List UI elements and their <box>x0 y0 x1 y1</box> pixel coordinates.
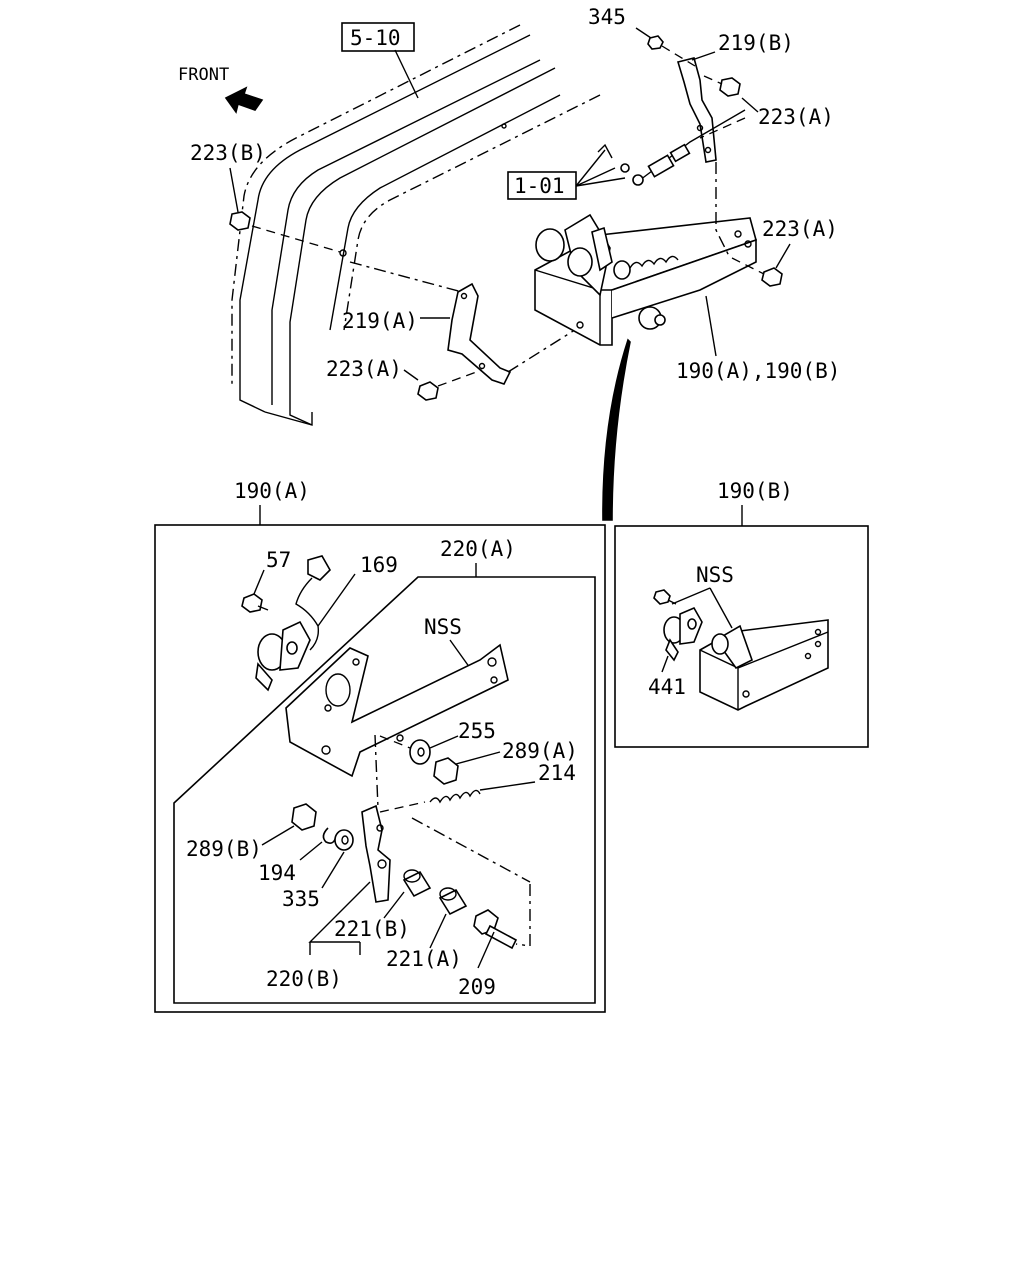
screw-57 <box>241 569 269 613</box>
detail-b-panel: 190(B) NSS 441 <box>614 479 869 748</box>
callout-190ab: 190(A),190(B) <box>676 359 840 383</box>
label-221b: 221(B) <box>334 917 410 941</box>
detail-a-title: 190(A) <box>234 479 310 503</box>
label-289a: 289(A) <box>502 739 578 763</box>
front-indicator: FRONT <box>178 65 264 114</box>
callout-345: 345 <box>588 5 626 29</box>
nut-289a <box>433 751 501 785</box>
callout-223b: 223(B) <box>190 141 266 165</box>
lever-220b <box>361 804 531 903</box>
callout-223a-right: 223(A) <box>762 217 838 241</box>
detail-pointer <box>602 338 631 521</box>
bracket-219a <box>420 282 579 385</box>
clip-194 <box>299 827 337 861</box>
bushing-221a <box>429 887 468 949</box>
label-57: 57 <box>266 548 291 572</box>
sensor-441 <box>661 606 703 673</box>
nut-345 <box>635 27 696 67</box>
callout-219a: 219(A) <box>342 309 418 333</box>
label-169: 169 <box>360 553 398 577</box>
label-221a: 221(A) <box>386 947 462 971</box>
label-289b: 289(B) <box>186 837 262 861</box>
callout-223a-top: 223(A) <box>758 105 834 129</box>
front-arrow-icon <box>224 86 264 114</box>
label-335: 335 <box>282 887 320 911</box>
throttle-cable <box>597 109 746 186</box>
washer-255 <box>379 735 459 765</box>
label-255: 255 <box>458 719 496 743</box>
bracket-219b <box>676 51 717 163</box>
assembly-190 <box>534 162 757 346</box>
bolt-223a-top <box>703 75 759 113</box>
bushing-221b <box>383 869 432 919</box>
bolt-209 <box>473 884 531 969</box>
bracket-190b <box>699 619 829 711</box>
label-194: 194 <box>258 861 296 885</box>
callout-219b: 219(B) <box>718 31 794 55</box>
detail-b-title: 190(B) <box>717 479 793 503</box>
washer-335 <box>321 829 354 889</box>
frame-rail <box>231 24 601 426</box>
bolt-223b <box>229 167 463 293</box>
label-220a: 220(A) <box>440 537 516 561</box>
sensor-169 <box>255 555 331 692</box>
nut-289b <box>261 803 317 846</box>
bolt-223a-right <box>731 243 791 287</box>
label-nss-a: NSS <box>424 615 462 639</box>
label-214: 214 <box>538 761 576 785</box>
label-209: 209 <box>458 975 496 999</box>
front-label: FRONT <box>178 65 229 85</box>
detail-a-panel: 190(A) 57 169 220(A) NSS <box>154 479 606 1013</box>
ref-frame-label: 5-10 <box>350 26 401 50</box>
screw-nss-b <box>653 589 677 605</box>
spring-214 <box>374 734 536 813</box>
leader-190 <box>705 295 717 357</box>
callout-223a-left: 223(A) <box>326 357 402 381</box>
ref-box-frame: 5-10 <box>341 22 415 52</box>
ref-box-cable: 1-01 <box>507 149 626 200</box>
bolt-223a-left <box>403 369 483 401</box>
ref-cable-label: 1-01 <box>514 174 565 198</box>
label-220b: 220(B) <box>266 967 342 991</box>
label-nss-b: NSS <box>696 563 734 587</box>
bracket-220a <box>285 643 509 778</box>
label-441: 441 <box>648 675 686 699</box>
